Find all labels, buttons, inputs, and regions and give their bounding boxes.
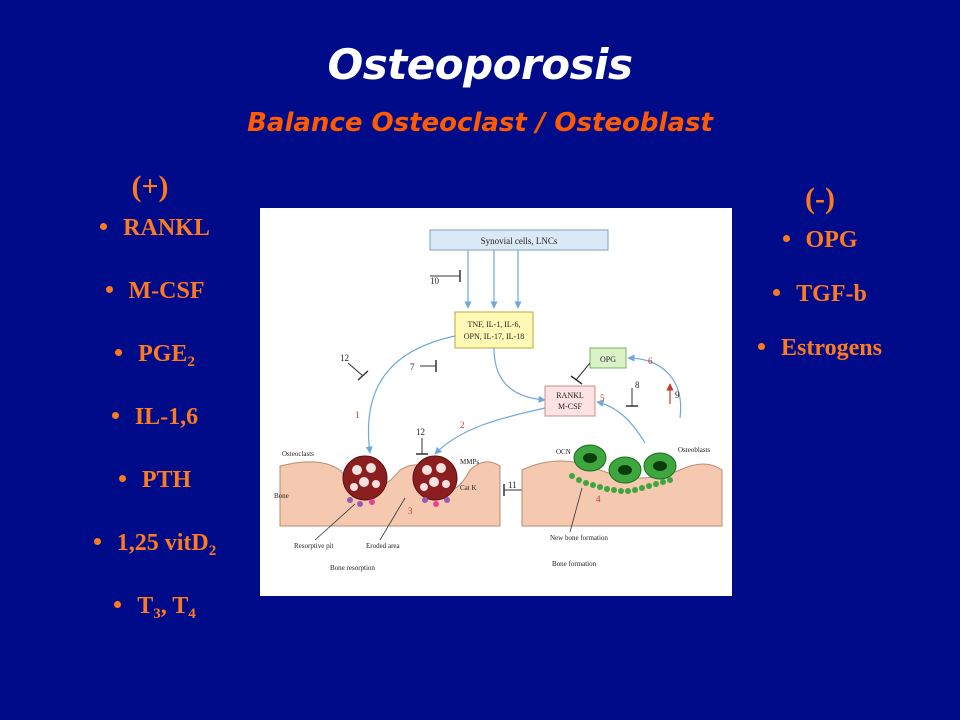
- nucleus: [372, 480, 380, 488]
- cytokine-line1: TNF, IL-1, IL-6,: [468, 320, 521, 329]
- bone-left: [279, 461, 501, 527]
- bullet-icon: [105, 285, 113, 293]
- diagram-svg: Synovial cells, LNCs 10 TNF, IL-1, IL-6,…: [274, 229, 723, 572]
- positive-heading: (+): [131, 170, 169, 203]
- bullet-icon: [115, 348, 123, 356]
- label-7: 7: [410, 362, 415, 372]
- label-5: 5: [600, 393, 605, 403]
- bullet-icon: [93, 537, 101, 545]
- nucleus: [359, 477, 369, 487]
- list-item: M-CSF: [50, 277, 260, 340]
- nucleus: [436, 463, 446, 473]
- label-11: 11: [508, 480, 517, 490]
- bullet-icon: [782, 234, 790, 242]
- arrow-1: [365, 335, 456, 454]
- synovial-label: Synovial cells, LNCs: [481, 236, 558, 246]
- nucleus: [350, 483, 358, 491]
- slide-title: Osteoporosis: [327, 40, 633, 89]
- list-item: IL-1,6: [50, 403, 260, 466]
- slide-subtitle: Balance Osteoclast / Osteoblast: [247, 108, 713, 138]
- rankl-box: [544, 385, 596, 417]
- nucleus: [422, 465, 432, 475]
- list-item: T3, T4: [50, 592, 260, 655]
- bullet-icon: [118, 474, 126, 482]
- ocn-label: OCN: [556, 448, 571, 456]
- list-item: PGE2: [50, 340, 260, 403]
- bone-resorption-label: Bone resorption: [330, 564, 375, 572]
- label-2: 2: [460, 420, 465, 430]
- mmp-dot: [369, 499, 375, 505]
- bullet-icon: [758, 342, 766, 350]
- nucleus: [618, 465, 632, 475]
- pointer-line: [569, 487, 583, 533]
- bullet-icon: [773, 288, 781, 296]
- list-item: Estrogens: [725, 334, 915, 388]
- catk-label: Cat K: [460, 484, 477, 492]
- eroded-area-label: Eroded area: [366, 542, 401, 550]
- mmps-label: MMPs: [460, 458, 479, 466]
- bullet-icon: [111, 411, 119, 419]
- label-12b: 12: [416, 427, 425, 437]
- bullet-icon: [114, 600, 122, 608]
- label-4: 4: [596, 494, 601, 504]
- bullet-icon: [100, 222, 108, 230]
- negative-heading: (-): [805, 182, 835, 215]
- nucleus: [442, 480, 450, 488]
- arrow-2: [434, 407, 546, 455]
- cytokine-line2: OPN, IL-17, IL-18: [464, 332, 524, 341]
- pointer-line: [314, 503, 356, 541]
- inhibitor-line: [575, 362, 591, 381]
- list-item: 1,25 vitD2: [50, 529, 260, 592]
- rankl-line2: M-CSF: [558, 402, 583, 411]
- label-6: 6: [648, 356, 653, 366]
- arrow-to-rankl: [493, 347, 546, 404]
- cytokine-box: [454, 311, 534, 349]
- nucleus: [352, 465, 362, 475]
- arrow-6: [627, 354, 682, 419]
- osteoblasts-label: Osteoblasts: [678, 446, 711, 454]
- mmp-dot: [357, 501, 363, 507]
- list-item: OPG: [725, 226, 915, 280]
- nucleus: [420, 483, 428, 491]
- bone-remodeling-diagram: Synovial cells, LNCs 10 TNF, IL-1, IL-6,…: [260, 208, 732, 596]
- resorptive-pit-label: Resorptive pit: [294, 542, 334, 550]
- osteoclasts-label: Osteoclasts: [282, 450, 314, 458]
- arrow-5: [596, 399, 646, 444]
- inhibitor-bar: [357, 370, 369, 381]
- pointer-line: [379, 497, 406, 541]
- list-item: RANKL: [50, 214, 260, 277]
- label-9: 9: [675, 390, 680, 400]
- opg-label: OPG: [600, 355, 616, 364]
- inhibitor-bar: [570, 375, 583, 385]
- label-10: 10: [430, 276, 440, 286]
- label-3: 3: [408, 506, 413, 516]
- bone-label: Bone: [274, 492, 289, 500]
- inhibitor-line: [347, 362, 364, 377]
- nucleus: [653, 461, 667, 471]
- label-8: 8: [635, 380, 640, 390]
- bone-formation-label: Bone formation: [552, 560, 597, 568]
- negative-factors-column: (-) OPG TGF-b Estrogens: [725, 182, 915, 388]
- positive-factors-list: RANKL M-CSF PGE2 IL-1,6 PTH 1,25 vitD2 T…: [50, 214, 260, 655]
- rankl-line1: RANKL: [556, 391, 584, 400]
- list-item: PTH: [50, 466, 260, 529]
- nucleus: [429, 477, 439, 487]
- positive-factors-column: (+) RANKL M-CSF PGE2 IL-1,6 PTH 1,25 vit…: [50, 170, 260, 655]
- nucleus: [583, 453, 597, 463]
- mmp-dot: [444, 497, 450, 503]
- list-item: TGF-b: [725, 280, 915, 334]
- label-1: 1: [355, 410, 360, 420]
- nucleus: [366, 463, 376, 473]
- negative-factors-list: OPG TGF-b Estrogens: [725, 226, 915, 388]
- new-bone-formation-label: New bone formation: [550, 534, 608, 542]
- new-bone-dots: [569, 473, 673, 494]
- opg-box: [589, 347, 627, 369]
- mmp-dot: [422, 497, 428, 503]
- mmp-dot: [433, 501, 439, 507]
- mmp-dot: [347, 497, 353, 503]
- synovial-box: [429, 229, 609, 251]
- label-12a: 12: [340, 353, 349, 363]
